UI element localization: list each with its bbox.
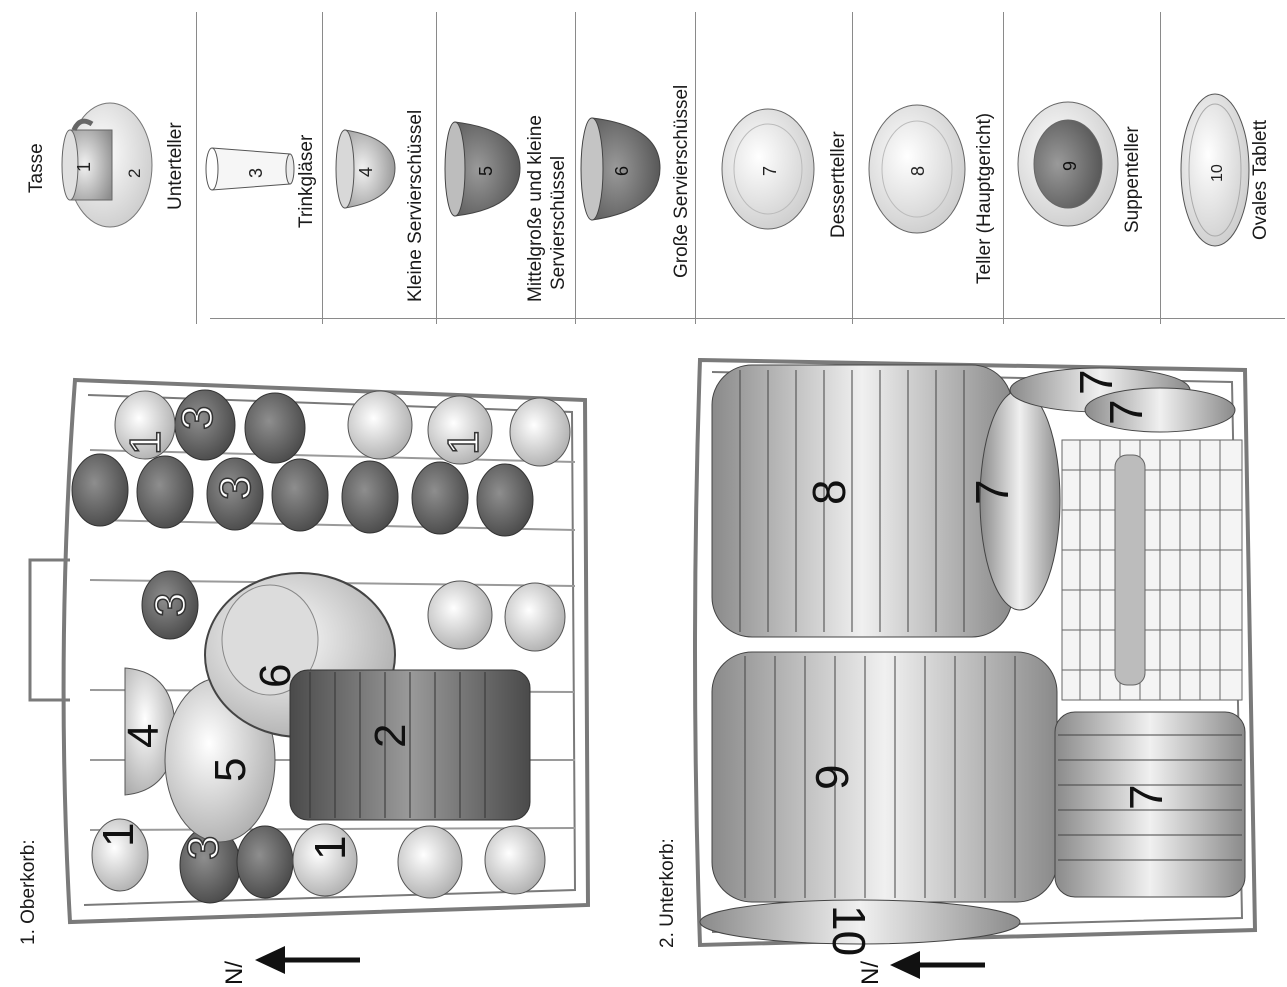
soup-plate-icon: 9 [1017,101,1119,227]
lower-label: 9 [806,764,858,790]
upper-label: 4 [119,724,168,748]
lower-label: 8 [803,479,855,505]
upper-label: 6 [251,664,300,688]
cup-saucer-icon: 1 2 [61,102,153,228]
upper-label: 1 [121,431,170,455]
upper-label: 3 [146,593,195,617]
legend-bottom-line [210,318,1285,319]
plate-stack-8 [711,364,1013,638]
upper-label: 3 [211,476,260,500]
saucer-stack-2 [289,669,531,821]
dessert-plate-stack-7 [1054,711,1246,898]
lower-direction-mark: N/ [857,961,884,985]
lower-direction-arrow [890,951,985,979]
dessert-plate-icon: 7 [721,108,815,230]
legend-divider [322,12,323,324]
lower-label: 7 [966,479,1018,505]
lower-label: 7 [1100,399,1152,425]
dark-glasses [71,389,534,904]
svg-text:7: 7 [760,166,780,176]
legend-divider [1003,12,1004,324]
legend-divider [575,12,576,324]
legend-divider [1160,12,1161,324]
upper-direction-arrow [255,946,360,974]
small-bowl-icon: 4 [335,129,396,209]
soup-plate-stack-9 [711,651,1058,903]
large-bowl-icon: 6 [580,117,661,221]
svg-text:9: 9 [1060,161,1080,171]
svg-text:10: 10 [1209,164,1226,182]
svg-text:1: 1 [74,162,94,172]
svg-text:2: 2 [125,169,144,178]
lower-label: 7 [1120,784,1172,810]
oval-platter-icon: 10 [1180,93,1250,247]
svg-text:4: 4 [356,167,376,177]
lower-label: 7 [1070,369,1122,395]
upper-label: 3 [173,406,222,430]
upper-label: 1 [94,823,143,847]
svg-text:5: 5 [476,166,496,176]
dinner-plate-icon: 8 [868,104,966,234]
svg-text:8: 8 [908,166,928,176]
medium-bowl-icon: 5 [444,121,521,217]
svg-text:6: 6 [612,166,632,176]
upper-label: 3 [179,836,228,860]
legend-icons: 1 2 3 4 5 6 7 8 9 [61,93,1250,247]
white-cups [91,390,571,899]
legend-divider [852,12,853,324]
upper-direction-mark: N/ [221,961,248,985]
upper-label: 2 [366,724,415,748]
svg-text:3: 3 [246,168,266,178]
lower-label: 10 [823,905,875,956]
cutlery-basket [1061,439,1243,701]
dessert-plates-7c [1084,387,1236,433]
upper-label: 1 [306,836,355,860]
oval-platter-10 [699,899,1021,945]
legend-divider [436,12,437,324]
legend-divider [196,12,197,324]
glass-icon: 3 [205,147,295,191]
legend-divider [695,12,696,324]
upper-label: 5 [206,758,255,782]
upper-basket-frame [28,377,591,925]
upper-label: 1 [439,431,488,455]
